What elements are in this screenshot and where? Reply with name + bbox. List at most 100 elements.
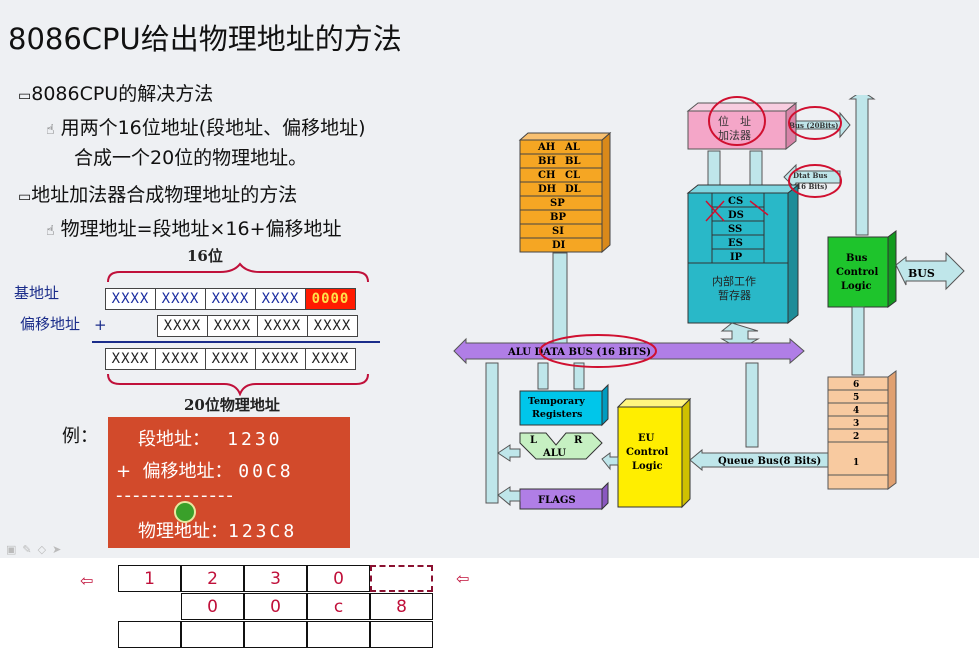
label-16-bit: 16位 bbox=[187, 247, 223, 265]
queue-6: 6 bbox=[853, 380, 859, 390]
base-cell: XXXX bbox=[155, 288, 206, 310]
alu-unit: L R ALU bbox=[519, 432, 603, 460]
external-bus-arrow bbox=[895, 251, 965, 291]
base-address-row: XXXX XXXX XXXX XXXX 0000 bbox=[105, 288, 356, 310]
pen-icon[interactable]: ✎ bbox=[22, 543, 38, 556]
pointer-icon[interactable]: ➤ bbox=[52, 543, 68, 556]
queue-5: 5 bbox=[853, 393, 859, 403]
reg-cl: CL bbox=[565, 170, 580, 181]
divider-line: -------------- bbox=[116, 485, 235, 506]
result-cell: XXXX bbox=[155, 348, 206, 370]
slide: 8086CPU给出物理地址的方法 ▭8086CPU的解决方法 ☝ 用两个16位地… bbox=[0, 0, 979, 558]
bullet-two-addresses-line2: 合成一个20位的物理地址。 bbox=[74, 147, 308, 169]
alu-l: L bbox=[530, 435, 537, 446]
brace-16-bit bbox=[107, 262, 369, 283]
seg-ss: SS bbox=[728, 224, 742, 235]
offset-address-row: XXXX XXXX XXXX XXXX bbox=[157, 315, 358, 337]
result-cell: XXXX bbox=[205, 348, 256, 370]
base-zero-cell: 0000 bbox=[305, 288, 356, 310]
result-cell: XXXX bbox=[105, 348, 156, 370]
result-cell: XXXX bbox=[305, 348, 356, 370]
brace-20-bit bbox=[107, 373, 369, 396]
reg-dh: DH bbox=[538, 184, 556, 195]
bus-control-text-1: Bus bbox=[846, 253, 868, 264]
offset-cell: XXXX bbox=[307, 315, 358, 337]
offset-line: + 偏移地址： 00C8 bbox=[116, 461, 294, 482]
sketch-cell: 0 bbox=[244, 593, 307, 620]
sketch-cell bbox=[370, 621, 433, 648]
reg-bh: BH bbox=[538, 156, 556, 167]
bullet-solution: ▭8086CPU的解决方法 bbox=[18, 83, 214, 105]
seg-ip: IP bbox=[730, 252, 743, 263]
sum-line bbox=[92, 341, 380, 343]
eu-text-1: EU bbox=[638, 433, 655, 444]
alu-r: R bbox=[574, 435, 583, 446]
alu-data-bus-label: ALU DATA BUS (16 BITS) bbox=[507, 347, 651, 358]
segment-value: 1230 bbox=[227, 429, 283, 450]
sketch-cell: 3 bbox=[244, 565, 307, 592]
hand-pointer-icon: ☝ bbox=[46, 122, 55, 138]
segment-registers: CS DS SS ES IP 内部工作 暂存器 bbox=[686, 183, 800, 325]
slide-icon[interactable]: ▣ bbox=[6, 543, 23, 556]
flags-label: FLAGS bbox=[538, 495, 576, 506]
seg-es: ES bbox=[728, 238, 743, 249]
sketch-cell bbox=[244, 621, 307, 648]
sketch-cell: 1 bbox=[118, 565, 181, 592]
reg-bp: BP bbox=[550, 212, 566, 223]
offset-cell: XXXX bbox=[207, 315, 258, 337]
base-cell: XXXX bbox=[205, 288, 256, 310]
cpu-architecture-diagram: AH AL BH BL CH CL DH DL SP BP SI DI 位 址 … bbox=[453, 95, 965, 511]
base-cell: XXXX bbox=[255, 288, 306, 310]
sketch-cell: 0 bbox=[307, 565, 370, 592]
hand-pointer-icon: ☝ bbox=[46, 223, 55, 239]
base-cell: XXXX bbox=[105, 288, 156, 310]
example-label: 例： bbox=[62, 426, 98, 447]
bus-vertical-arrow bbox=[848, 95, 876, 236]
internal-temp-2: 暂存器 bbox=[718, 288, 751, 302]
sketch-cell bbox=[181, 621, 244, 648]
bus-control-logic: Bus Control Logic bbox=[827, 230, 897, 308]
flags-register: FLAGS bbox=[519, 481, 609, 511]
reg-dl: DL bbox=[565, 184, 581, 195]
queue-1: 1 bbox=[853, 458, 859, 468]
adder-text-2: 加法器 bbox=[718, 128, 751, 142]
eu-text-2: Control bbox=[626, 447, 668, 458]
bus-control-text-3: Logic bbox=[841, 281, 872, 292]
queue-2: 2 bbox=[853, 432, 859, 442]
offset-cell: XXXX bbox=[157, 315, 208, 337]
internal-temp-1: 内部工作 bbox=[712, 274, 756, 288]
queue-bus-label: Queue Bus(8 Bits) bbox=[718, 456, 821, 467]
offset-value: 00C8 bbox=[238, 461, 294, 482]
alu-label: ALU bbox=[542, 448, 566, 459]
base-address-label: 基地址 bbox=[14, 284, 60, 302]
reg-ah: AH bbox=[537, 142, 555, 153]
regfile-connector bbox=[552, 252, 568, 346]
sketch-cell: c bbox=[307, 593, 370, 620]
monitor-icon: ▭ bbox=[18, 88, 32, 104]
result-cell: XXXX bbox=[255, 348, 306, 370]
queue-3: 3 bbox=[853, 419, 859, 429]
reg-sp: SP bbox=[550, 198, 565, 209]
reg-ch: CH bbox=[538, 170, 555, 181]
sketch-cell: 0 bbox=[181, 593, 244, 620]
databus-label-2: (16 Bits) bbox=[793, 182, 828, 191]
eraser-icon[interactable]: ◇ bbox=[37, 543, 53, 556]
busctrl-to-queue bbox=[851, 306, 865, 376]
slide-toolbar[interactable]: ▣✎◇➤ bbox=[6, 543, 67, 556]
adder-text-1: 位 址 bbox=[718, 114, 751, 128]
address-adder: 位 址 加法器 bbox=[686, 101, 798, 151]
eu-control-logic: EU Control Logic bbox=[616, 397, 692, 509]
physical-value: 123C8 bbox=[228, 521, 298, 542]
offset-cell: XXXX bbox=[257, 315, 308, 337]
reg-di: DI bbox=[552, 240, 566, 251]
physical-line: 物理地址：123C8 bbox=[138, 521, 298, 542]
reg-bl: BL bbox=[565, 156, 580, 167]
left-arrow-icon: ⇦ bbox=[80, 571, 94, 590]
temp-reg-text-2: Registers bbox=[532, 409, 582, 420]
register-file: AH AL BH BL CH CL DH DL SP BP SI DI bbox=[518, 131, 612, 254]
eu-text-3: Logic bbox=[632, 461, 663, 472]
sketch-cell bbox=[118, 621, 181, 648]
slide-title: 8086CPU给出物理地址的方法 bbox=[8, 22, 402, 56]
seg-cs: CS bbox=[728, 196, 743, 207]
bus-label: BUS bbox=[908, 267, 935, 280]
